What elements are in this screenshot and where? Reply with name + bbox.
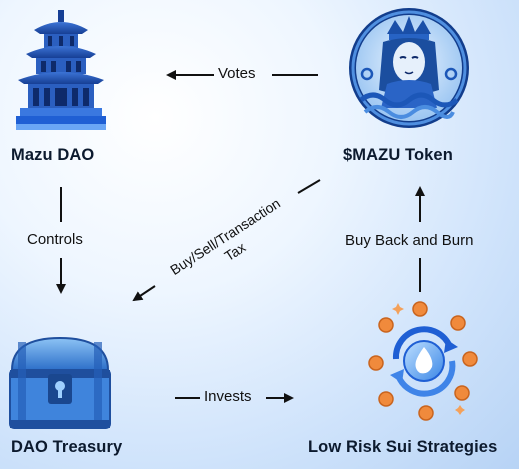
pagoda-icon [16, 10, 106, 130]
tax-arrow-top-segment [297, 179, 321, 194]
edge-label-controls: Controls [27, 231, 83, 248]
node-dao-treasury: DAO Treasury [11, 438, 123, 456]
edge-label-buyback: Buy Back and Burn [345, 232, 474, 249]
mazu-goddess-token-icon [349, 8, 469, 128]
node-sui-strategies: Low Risk Sui Strategies [308, 438, 498, 456]
sui-coins-cycle-icon [368, 301, 478, 421]
edge-label-votes: Votes [218, 65, 256, 82]
tax-arrow-bottom-segment [132, 285, 156, 302]
node-mazu-dao: Mazu DAO [11, 146, 95, 164]
edge-label-invests: Invests [204, 388, 252, 405]
treasure-chest-icon [9, 336, 111, 429]
node-mazu-token: $MAZU Token [343, 146, 453, 164]
